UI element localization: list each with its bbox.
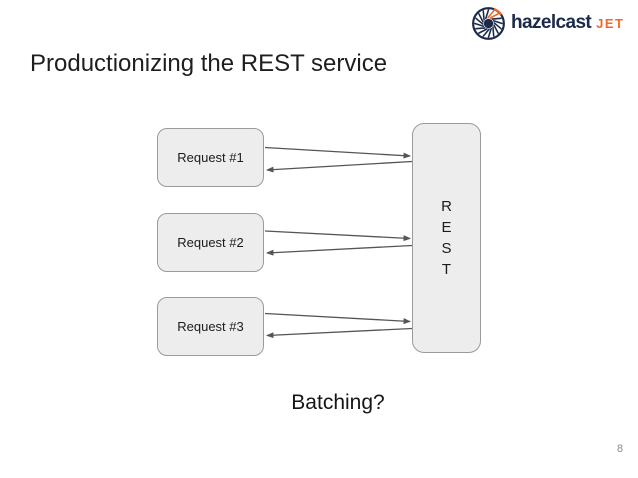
rest-letter: S — [441, 240, 452, 257]
hazelcast-jet-logo: hazelcast JET — [471, 5, 625, 41]
logo-text: hazelcast JET — [511, 12, 625, 34]
rest-letter: R — [441, 198, 452, 215]
arrow-request1-to-rest — [264, 146, 411, 159]
jet-turbine-icon — [472, 6, 505, 40]
page-title: Productionizing the REST service — [30, 50, 388, 77]
rest-letter: E — [441, 219, 452, 236]
logo-product: JET — [596, 16, 625, 31]
caption-batching: Batching? — [291, 391, 385, 414]
arrow-request2-to-rest — [264, 230, 411, 242]
arrow-rest-to-request1 — [266, 160, 413, 173]
logo-brand: hazelcast — [511, 12, 592, 33]
page-number: 8 — [616, 443, 624, 455]
node-request-3: Request #3 — [157, 297, 264, 356]
node-label: Request #2 — [177, 235, 244, 250]
arrow-request3-to-rest — [264, 312, 411, 325]
rest-letter: T — [441, 261, 452, 278]
arrow-rest-to-request2 — [266, 244, 413, 256]
node-request-2: Request #2 — [157, 213, 264, 272]
arrow-rest-to-request3 — [266, 327, 413, 339]
node-rest-service: R E S T — [412, 123, 481, 353]
node-request-1: Request #1 — [157, 128, 264, 187]
node-label: Request #3 — [177, 319, 244, 334]
node-label: Request #1 — [177, 150, 244, 165]
